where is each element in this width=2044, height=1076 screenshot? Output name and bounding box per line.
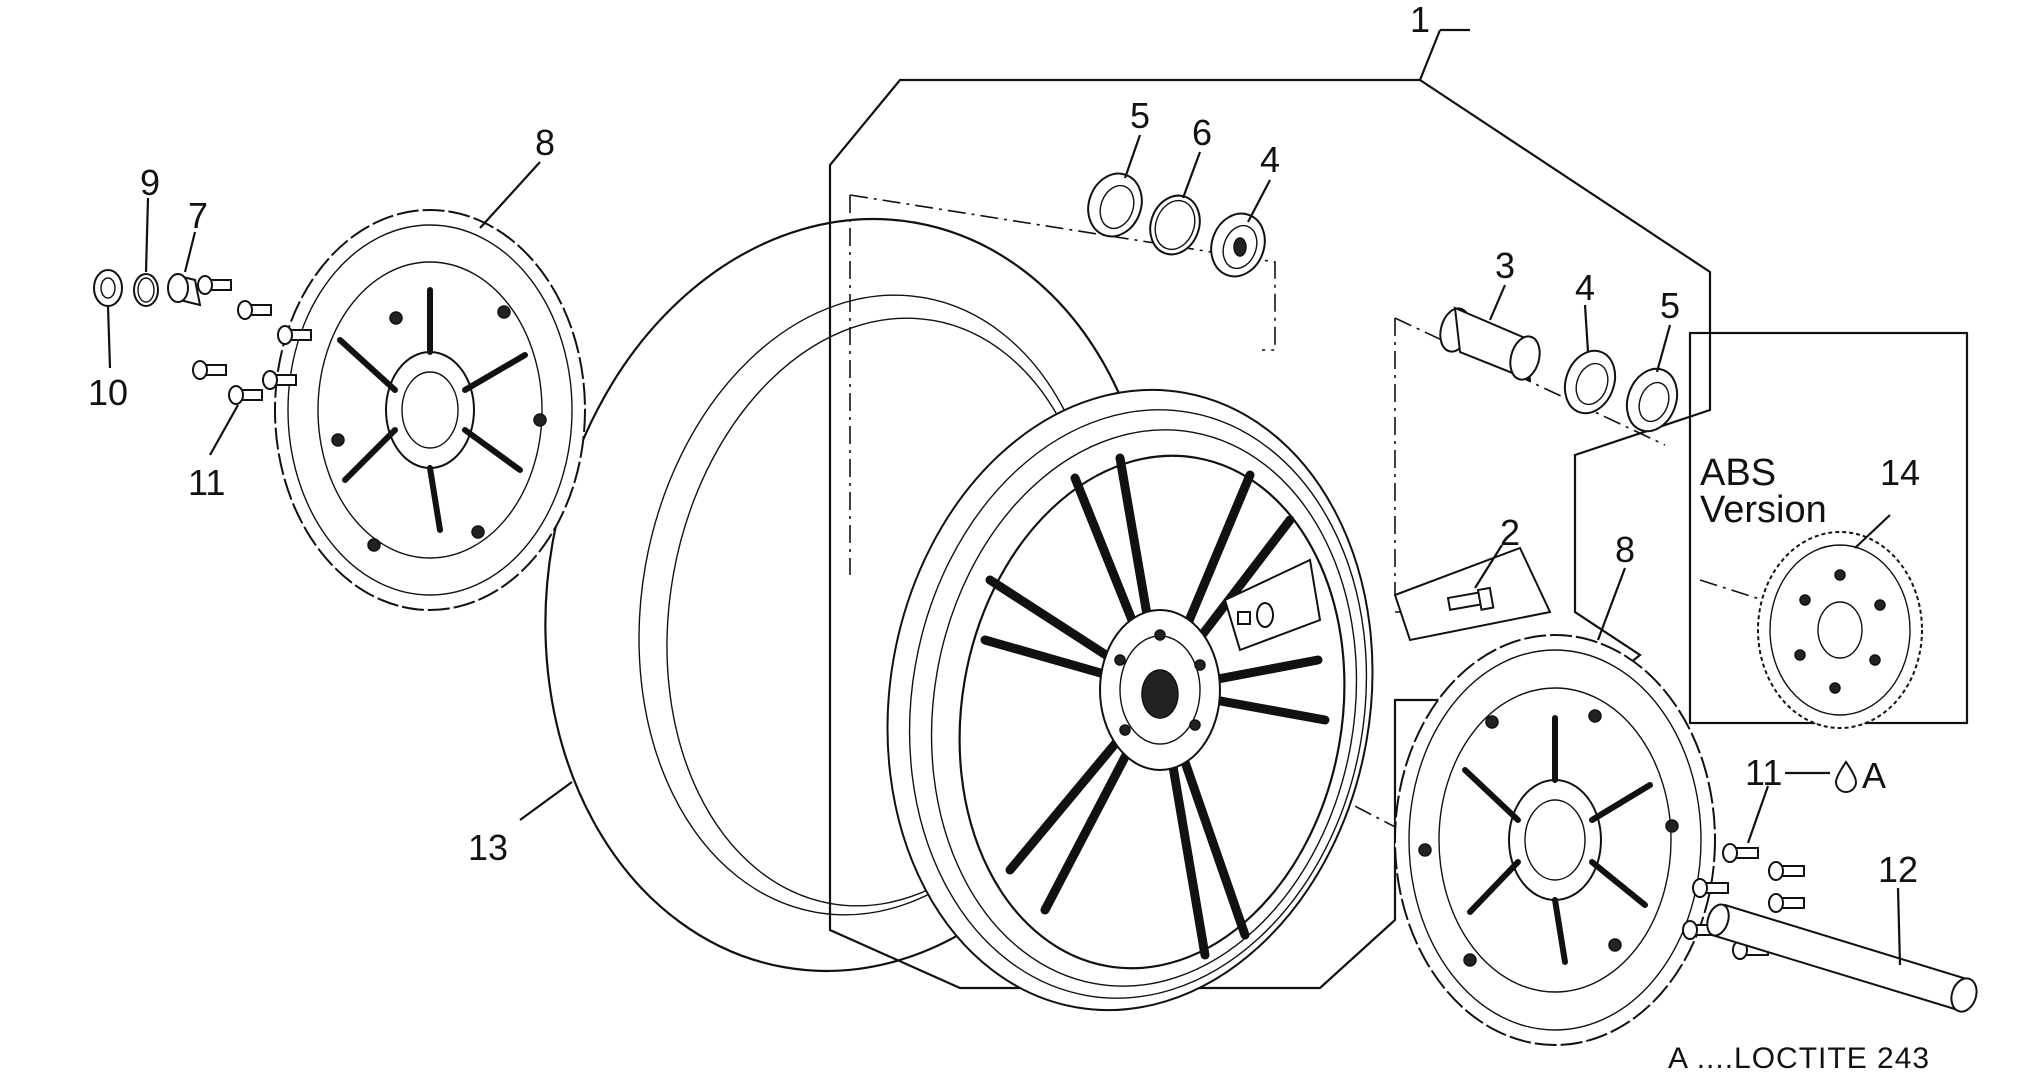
upper-bearing-set	[1087, 172, 1266, 278]
callout-2: 2	[1500, 512, 1520, 553]
callout-1: 1	[1410, 0, 1430, 40]
callout-10: 10	[88, 372, 128, 413]
callout-9: 9	[140, 162, 160, 203]
callout-4-right: 4	[1575, 267, 1595, 308]
callout-11-left: 11	[188, 462, 225, 503]
left-bolts	[192, 275, 312, 405]
wheel-rim	[886, 388, 1374, 1012]
callout-labels: 1 2 3 4 4 5 5 6 7 8 8 9 10 11 11 12 13 1…	[88, 0, 1920, 890]
callout-6: 6	[1192, 112, 1212, 153]
loctite-reference: A	[1834, 755, 1886, 796]
right-bearing-set	[1439, 306, 1679, 433]
callout-5-upper: 5	[1130, 95, 1150, 136]
abs-tone-ring	[1757, 531, 1923, 729]
callout-8-right: 8	[1615, 529, 1635, 570]
screw-part-2	[1393, 546, 1552, 642]
callout-12: 12	[1878, 849, 1918, 890]
callout-7: 7	[188, 195, 208, 236]
callout-13: 13	[468, 827, 508, 868]
callout-8-left: 8	[535, 122, 555, 163]
callout-14: 14	[1880, 452, 1920, 493]
callout-3: 3	[1495, 245, 1515, 286]
callout-11-right: 11	[1745, 752, 1782, 793]
abs-label-line2: Version	[1700, 489, 1827, 531]
callout-4-upper: 4	[1260, 139, 1280, 180]
loctite-symbol-label: A	[1862, 755, 1886, 796]
footnote-loctite: A ....LOCTITE 243	[1668, 1042, 1930, 1075]
brake-disc-left	[274, 209, 586, 611]
callout-5-right: 5	[1660, 285, 1680, 326]
left-spacer-parts	[93, 269, 202, 307]
abs-version-box: ABS Version	[1688, 331, 1969, 729]
assembly-1-outline	[828, 28, 1712, 990]
abs-label-line1: ABS	[1700, 452, 1776, 494]
wheel-axle	[1706, 903, 1978, 1013]
speed-sensor-plate	[1223, 558, 1322, 652]
drop-icon	[1834, 760, 1858, 793]
brake-disc-right	[1394, 634, 1716, 1046]
leader-lines	[106, 134, 1902, 966]
